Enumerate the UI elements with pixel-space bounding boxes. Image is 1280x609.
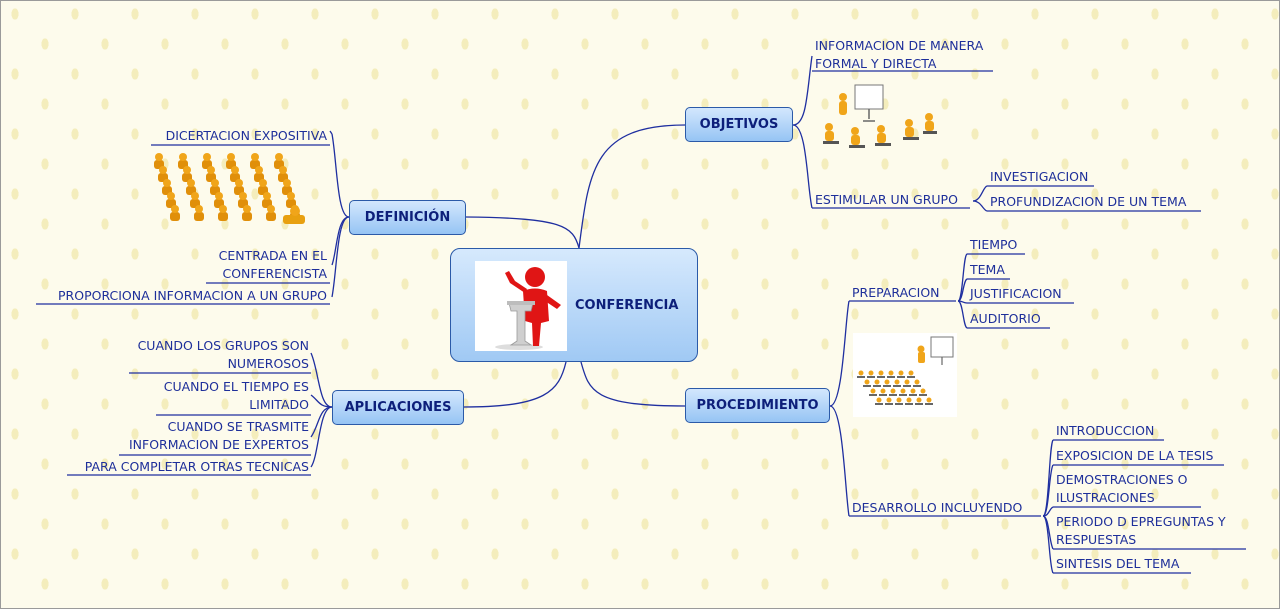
periodo-line2: RESPUESTAS — [1056, 532, 1137, 547]
link-central-objetivos — [578, 124, 686, 249]
trasmite-line1: CUANDO SE TRASMITE — [167, 419, 309, 434]
definicion-item-dicertacion[interactable]: DICERTACION EXPOSITIVA — [165, 128, 327, 143]
aplicaciones-item-trasmite[interactable]: CUANDO SE TRASMITE INFORMACION DE EXPERT… — [61, 418, 309, 454]
objetivos-item-informacion[interactable]: INFORMACION DE MANERA FORMAL Y DIRECTA — [815, 37, 983, 73]
definicion-item-proporciona[interactable]: PROPORCIONA INFORMACION A UN GRUPO — [58, 288, 327, 303]
central-topic[interactable]: CONFERENCIA — [450, 248, 698, 362]
grupos-line1: CUANDO LOS GRUPOS SON — [137, 338, 309, 353]
preparacion-child-tema[interactable]: TEMA — [970, 262, 1005, 277]
estimular-child-investigacion[interactable]: INVESTIGACION — [990, 169, 1089, 184]
centrada-line1: CENTRADA EN EL — [218, 248, 327, 263]
centrada-line2: CONFERENCISTA — [222, 266, 327, 281]
demostraciones-line1: DEMOSTRACIONES O — [1056, 472, 1188, 487]
objetivos-node[interactable]: OBJETIVOS — [685, 107, 793, 142]
definicion-node[interactable]: DEFINICIÓN — [349, 200, 466, 235]
preparacion-child-justificacion[interactable]: JUSTIFICACION — [970, 286, 1062, 301]
tiempo-limitado-line1: CUANDO EL TIEMPO ES — [163, 379, 309, 394]
informacion-line1: INFORMACION DE MANERA — [815, 38, 984, 53]
periodo-line1: PERIODO D EPREGUNTAS Y — [1056, 514, 1226, 529]
preparacion-child-auditorio[interactable]: AUDITORIO — [970, 311, 1041, 326]
definicion-item-centrada[interactable]: CENTRADA EN EL CONFERENCISTA — [151, 247, 327, 283]
desarrollo-child-periodo[interactable]: PERIODO D EPREGUNTAS Y RESPUESTAS — [1056, 513, 1226, 549]
preparacion-child-tiempo[interactable]: TIEMPO — [970, 237, 1018, 252]
desarrollo-child-introduccion[interactable]: INTRODUCCION — [1056, 423, 1155, 438]
link-central-definicion — [465, 216, 580, 249]
procedimiento-node[interactable]: PROCEDIMIENTO — [685, 388, 830, 423]
trasmite-line2: INFORMACION DE EXPERTOS — [128, 437, 309, 452]
procedimiento-item-desarrollo[interactable]: DESARROLLO INCLUYENDO — [852, 500, 1023, 515]
informacion-line2: FORMAL Y DIRECTA — [815, 56, 937, 71]
speaker-at-podium-icon — [475, 261, 567, 351]
aplicaciones-item-completar[interactable]: PARA COMPLETAR OTRAS TECNICAS — [84, 459, 309, 474]
procedimiento-item-preparacion[interactable]: PREPARACION — [852, 285, 940, 300]
link-central-procedimiento — [580, 361, 686, 407]
objetivos-item-estimular[interactable]: ESTIMULAR UN GRUPO — [815, 192, 958, 207]
presentation-meeting-icon — [819, 83, 939, 159]
classroom-presentation-icon — [853, 333, 957, 417]
crowd-of-people-icon — [149, 151, 319, 233]
estimular-child-profundizacion[interactable]: PROFUNDIZACION DE UN TEMA — [990, 194, 1187, 209]
grupos-line2: NUMEROSOS — [227, 356, 309, 371]
demostraciones-line2: ILUSTRACIONES — [1056, 490, 1155, 505]
central-topic-label: CONFERENCIA — [575, 297, 679, 313]
aplicaciones-item-grupos[interactable]: CUANDO LOS GRUPOS SON NUMEROSOS — [81, 337, 309, 373]
aplicaciones-item-tiempo[interactable]: CUANDO EL TIEMPO ES LIMITADO — [81, 378, 309, 414]
aplicaciones-node[interactable]: APLICACIONES — [332, 390, 464, 425]
tiempo-limitado-line2: LIMITADO — [249, 397, 309, 412]
desarrollo-child-exposicion[interactable]: EXPOSICION DE LA TESIS — [1056, 448, 1214, 463]
desarrollo-child-sintesis[interactable]: SINTESIS DEL TEMA — [1056, 556, 1180, 571]
link-central-aplicaciones — [463, 361, 567, 408]
desarrollo-child-demostraciones[interactable]: DEMOSTRACIONES O ILUSTRACIONES — [1056, 471, 1187, 507]
